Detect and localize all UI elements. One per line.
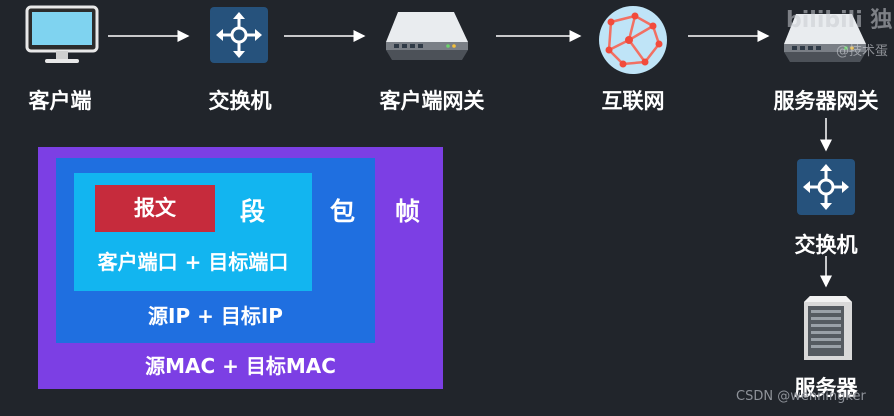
- message-box: [95, 185, 215, 232]
- csdn-watermark: CSDN @wenningker: [736, 389, 866, 404]
- message-label: 报文: [134, 196, 176, 220]
- switch-icon: [210, 7, 268, 63]
- ports-label: 客户端口 + 目标端口: [97, 250, 289, 274]
- client-label: 客户端: [28, 89, 92, 113]
- internet-label: 互联网: [601, 89, 665, 113]
- segment-label: 段: [240, 197, 266, 226]
- author-watermark: @技术蛋: [836, 44, 889, 59]
- monitor-icon: [25, 5, 99, 63]
- bilibili-watermark: bilibili 独: [786, 8, 893, 33]
- server-label: 服务器: [794, 376, 858, 400]
- gateway-icon: [784, 14, 866, 62]
- switch-icon: [797, 159, 855, 215]
- frame-label: 帧: [395, 197, 421, 226]
- ip-label: 源IP + 目标IP: [148, 304, 283, 328]
- server-gateway-label: 服务器网关: [773, 89, 879, 113]
- mac-label: 源MAC + 目标MAC: [145, 354, 336, 378]
- gateway-icon: [386, 12, 468, 60]
- client-gateway-label: 客户端网关: [379, 89, 485, 113]
- switch-2-label: 交换机: [794, 233, 858, 257]
- packet-label: 包: [330, 197, 356, 226]
- server-icon: [804, 296, 852, 360]
- switch-1-label: 交换机: [208, 89, 272, 113]
- globe-icon: [599, 6, 667, 74]
